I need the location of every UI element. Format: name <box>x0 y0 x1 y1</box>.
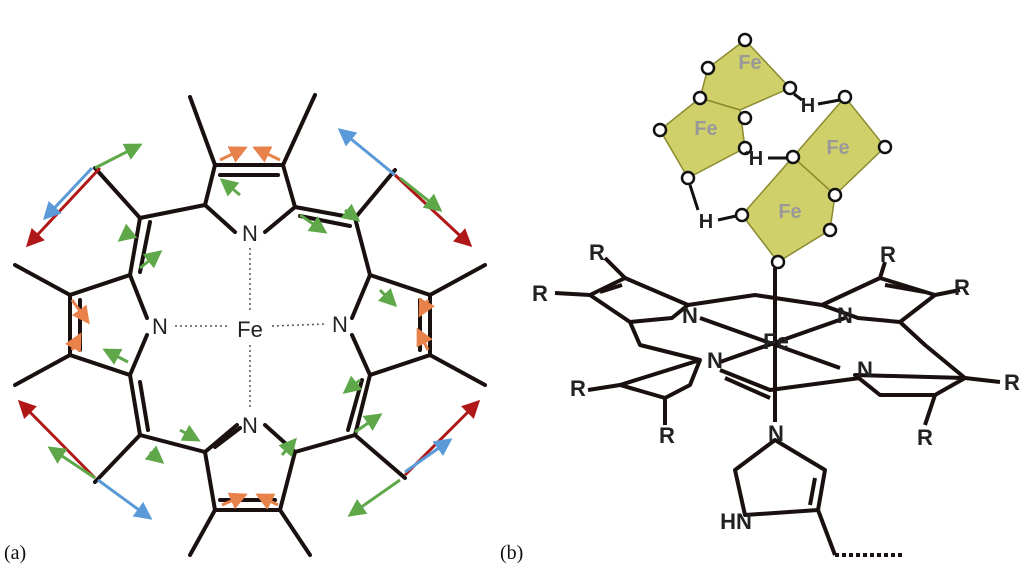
octahedra-labels: Fe Fe Fe Fe H H H <box>694 52 849 233</box>
r-label: R <box>659 423 675 448</box>
porphyrin-b-skeleton <box>554 256 1001 556</box>
red-arrow <box>17 399 97 480</box>
h-label: H <box>749 148 763 170</box>
n-label: N <box>242 413 258 438</box>
fe-label: Fe <box>237 317 263 342</box>
h-label: H <box>801 95 815 117</box>
red-arrow <box>25 166 102 248</box>
r-label: R <box>589 240 605 265</box>
r-label: R <box>1004 370 1020 395</box>
r-label: R <box>570 376 586 401</box>
n-label: N <box>707 348 723 373</box>
green-arrow <box>347 478 401 517</box>
fe-octa-label: Fe <box>826 137 849 159</box>
r-label: R <box>954 275 970 300</box>
fe-octa-label: Fe <box>778 201 801 223</box>
porphyrin-a-skeleton <box>13 93 487 557</box>
blue-arrow <box>97 478 153 520</box>
fe-n-coordination-lines <box>175 248 327 410</box>
n-label: N <box>857 357 873 382</box>
h-label: H <box>699 211 713 233</box>
n-label: N <box>768 421 784 446</box>
fe-octa-label: Fe <box>738 52 761 74</box>
r-label: R <box>880 242 896 267</box>
fe-label: Fe <box>763 329 789 354</box>
blue-arrow <box>42 166 94 221</box>
n-label: N <box>242 221 258 246</box>
green-arrow <box>399 176 443 212</box>
blue-arrow <box>404 438 453 474</box>
porphyrin-a-labels: N N N N Fe <box>152 221 348 438</box>
porphyrin-b-labels: N N N N Fe N HN R R R R R R R R <box>532 240 1020 534</box>
n-label: N <box>837 303 853 328</box>
green-arrow <box>47 446 96 480</box>
n-label: N <box>682 303 698 328</box>
red-arrow <box>393 173 473 248</box>
hydrogen-bonds <box>688 92 841 222</box>
panel-label-a: (a) <box>4 542 27 564</box>
n-label: N <box>152 314 168 339</box>
r-label: R <box>917 425 933 450</box>
blue-arrow <box>337 128 396 177</box>
hn-label: HN <box>720 509 752 534</box>
iron-octahedra <box>659 38 887 263</box>
panel-label-b: (b) <box>500 542 524 564</box>
fe-octa-label: Fe <box>694 118 717 140</box>
n-label: N <box>332 312 348 337</box>
r-label: R <box>532 281 548 306</box>
green-arrow <box>94 143 143 170</box>
vibration-arrows <box>17 128 481 520</box>
